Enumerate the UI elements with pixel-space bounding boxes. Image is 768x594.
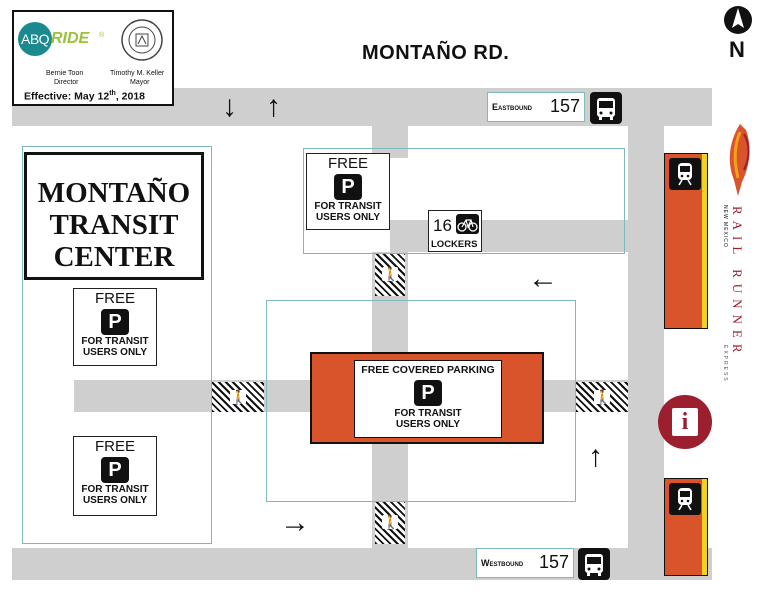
crosswalk-north: 🚶 [375,254,405,296]
transit-label-2: USERS ONLY [82,495,148,506]
crosswalk-east: 🚶 [576,382,628,412]
rail-platform-south [664,478,708,576]
transit-label-1: FOR TRANSIT [81,484,149,495]
effective-date: Effective: May 12th, 2018 [24,90,146,103]
free-label: FREE [94,438,135,455]
covered-parking-sign: FREE COVERED PARKING P FOR TRANSIT USERS… [354,360,502,438]
transit-label-2: USERS ONLY [315,212,381,223]
crosswalk-south: 🚶 [375,502,405,544]
westbound-route: 157 [539,552,570,572]
express-small: EXPRESS [722,345,728,383]
direction-arrow-icon: ↓ [222,90,237,123]
bike-lockers: 16 LOCKERS [428,210,482,252]
free-label: FREE [327,155,368,172]
upper-lot [303,148,625,254]
bus-icon [578,548,610,580]
rail-platform-north [664,153,708,329]
yellow-edge [702,154,707,328]
lockers-label: LOCKERS [431,239,478,250]
pedestrian-icon: 🚶 [594,389,612,405]
lockers-count: 16 [433,216,452,235]
covered-parking: FREE COVERED PARKING P FOR TRANSIT USERS… [310,352,544,444]
logo-box: ABQ RIDE ® Bernie Toon Director Timothy … [12,10,174,106]
free-label: FREE [94,290,135,307]
parking-p-icon: P [414,380,442,406]
street-name: MONTAÑO RD. [362,42,510,64]
new-mexico-small: NEW MEXICO [722,205,728,248]
pedestrian-icon: 🚶 [230,389,248,405]
train-icon [669,158,701,190]
abq-ride-logo: ABQ RIDE ® [18,22,108,56]
rail-runner-text: RAIL RUNNER [730,206,745,359]
direction-arrow-icon: → [280,506,310,539]
roadrunner-logo-icon [720,120,758,200]
transit-label-2: USERS ONLY [395,419,461,430]
parking-sign-left-2: FREE P FOR TRANSIT USERS ONLY [73,436,157,516]
westbound-stop: Westbound 157 [476,548,574,578]
transit-label-2: USERS ONLY [82,347,148,358]
bus-icon [590,92,622,124]
info-icon: i [658,395,712,449]
north-connector [372,120,408,158]
direction-arrow-icon: ↑ [266,90,281,123]
transit-label-1: FOR TRANSIT [394,408,462,419]
parking-p-icon: P [101,309,129,335]
left-lot [22,146,212,544]
pedestrian-icon: 🚶 [382,514,400,530]
logo-abq-text: ABQ [21,31,50,47]
direction-arrow-icon: ↑ [588,440,603,473]
parking-sign-left-1: FREE P FOR TRANSIT USERS ONLY [73,288,157,366]
eastbound-stop: Eastbound 157 [487,92,585,122]
direction-arrow-icon: ← [528,262,558,295]
official-1-name: Bernie Toon [46,70,84,77]
info-glyph: i [681,409,689,435]
parking-p-icon: P [334,174,362,200]
east-road [628,88,664,580]
north-arrow-icon: N [722,4,754,64]
westbound-label: Westbound [481,558,524,568]
title-line-1: MONTAÑO [37,177,191,209]
center-lot [266,300,576,502]
official-2-name: Timothy M. Keller [110,70,165,77]
train-icon [669,483,701,515]
transit-center-title: MONTAÑO TRANSIT CENTER [24,152,204,280]
eastbound-route: 157 [550,96,581,116]
parking-p-icon: P [101,457,129,483]
logo-reg-mark: ® [99,32,105,39]
parking-sign-upper: FREE P FOR TRANSIT USERS ONLY [306,153,390,230]
title-line-3: CENTER [53,241,175,273]
official-1-title: Director [54,79,79,86]
title-line-2: TRANSIT [49,209,179,241]
transit-label-1: FOR TRANSIT [81,336,149,347]
eastbound-label: Eastbound [492,102,533,112]
pedestrian-icon: 🚶 [382,266,400,282]
north-label: N [729,37,745,62]
logo-ride-text: RIDE [51,30,90,47]
transit-label-1: FOR TRANSIT [314,201,382,212]
logo-teal-circle [18,22,52,56]
bicycle-icon [456,214,479,234]
official-2-title: Mayor [130,79,150,86]
city-seal-icon [120,18,164,62]
info-inner: i [672,408,698,436]
yellow-edge [702,479,707,575]
covered-label: FREE COVERED PARKING [361,364,495,376]
crosswalk-west: 🚶 [212,382,264,412]
